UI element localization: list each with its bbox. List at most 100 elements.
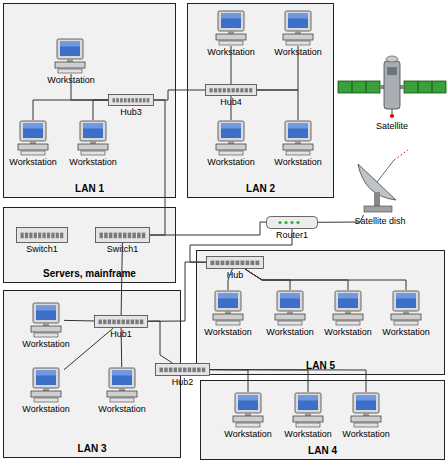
hub-icon — [192, 368, 196, 373]
hub-icon — [211, 261, 215, 266]
ws-icon — [218, 294, 238, 299]
ws-icon — [330, 290, 366, 326]
dish-icon — [364, 206, 392, 212]
hub-icon — [155, 363, 210, 376]
lan-band: LAN 4WorkstationWorkstationWorkstation — [200, 380, 445, 460]
workstation-node: Workstation — [280, 120, 316, 156]
ws-icon — [221, 14, 241, 19]
ws-icon — [356, 396, 376, 411]
ws-icon — [280, 120, 316, 156]
device-label: Hub4 — [220, 97, 242, 107]
ws-icon — [288, 124, 308, 139]
ws-icon — [403, 311, 409, 314]
ws-icon — [356, 396, 376, 401]
ws-icon — [333, 314, 363, 320]
ws-icon — [233, 416, 263, 422]
ws-icon — [221, 14, 241, 29]
hub-icon — [21, 233, 24, 239]
ws-icon — [34, 333, 58, 337]
ws-icon — [286, 41, 310, 45]
ws-icon — [345, 311, 351, 314]
ws-icon — [286, 151, 310, 155]
ws-icon — [23, 124, 43, 129]
hub-icon — [245, 88, 248, 92]
ws-icon — [228, 31, 234, 34]
dish-icon — [374, 192, 380, 206]
ws-icon — [296, 423, 320, 427]
dish-icon — [377, 160, 394, 182]
ws-icon — [83, 124, 103, 129]
ws-icon — [213, 314, 243, 320]
workstation-node: Workstation — [104, 367, 140, 403]
ws-icon — [396, 294, 416, 299]
ws-icon — [33, 303, 59, 323]
ws-icon — [119, 388, 125, 391]
ws-icon — [280, 10, 316, 46]
hub-node: Hub4 — [205, 84, 257, 96]
ws-icon — [338, 294, 358, 309]
device-label: Switch1 — [107, 244, 139, 254]
hub-icon — [249, 88, 252, 92]
ws-icon — [295, 31, 301, 34]
ws-icon — [238, 396, 258, 401]
workstation-node: Workstation — [290, 392, 326, 428]
hub-node: Switch1 — [95, 227, 150, 243]
device-label: Workstation — [284, 429, 331, 439]
hub-icon — [160, 368, 164, 373]
hub-icon — [124, 98, 127, 102]
hub-icon — [132, 98, 135, 102]
hub-node: Hub2 — [155, 363, 210, 376]
workstation-node: Workstation — [230, 392, 266, 428]
ws-icon — [225, 311, 231, 314]
hub-icon — [60, 233, 63, 239]
ws-icon — [236, 423, 260, 427]
sat-icon — [338, 81, 380, 93]
ws-icon — [272, 290, 308, 326]
workstation-node: Workstation — [210, 290, 246, 326]
ws-icon — [295, 141, 301, 144]
ws-icon — [55, 62, 85, 68]
workstation-node: Workstation — [330, 290, 366, 326]
device-label: Hub — [227, 270, 244, 280]
ws-icon — [83, 124, 103, 139]
hub-icon — [109, 95, 154, 106]
ws-icon — [280, 294, 300, 299]
lan-label: LAN 5 — [197, 360, 444, 371]
device-label: Workstation — [342, 429, 389, 439]
hub-icon — [51, 233, 54, 239]
ws-icon — [31, 391, 61, 397]
ws-icon — [391, 314, 421, 320]
ws-icon — [221, 124, 241, 129]
ws-icon — [36, 371, 56, 376]
hub-icon — [38, 233, 41, 239]
device-label: Hub2 — [172, 377, 194, 387]
workstation-node: Workstation — [28, 302, 64, 338]
hub-icon — [214, 88, 217, 92]
lan-label: LAN 4 — [201, 445, 444, 456]
ws-icon — [216, 144, 246, 150]
workstation-node: Workstation — [348, 392, 384, 428]
hub-icon — [114, 233, 118, 239]
ws-icon — [43, 323, 49, 326]
ws-icon — [275, 314, 305, 320]
ws-icon — [57, 39, 83, 59]
ws-icon — [351, 416, 381, 422]
workstation-node: Workstation — [280, 10, 316, 46]
device-label: Workstation — [98, 404, 145, 414]
hub-icon — [240, 88, 243, 92]
ws-icon — [245, 413, 251, 416]
hub-icon — [246, 261, 250, 266]
sat-icon — [338, 55, 446, 120]
device-label: Satellite — [376, 121, 408, 131]
ws-icon — [218, 121, 244, 141]
hub-icon — [210, 88, 213, 92]
hub-icon — [116, 98, 119, 102]
ws-icon — [213, 120, 249, 156]
hub-icon — [95, 316, 148, 328]
hub-icon — [221, 261, 225, 266]
sat-icon — [384, 61, 400, 109]
hub-node: Hub1 — [94, 315, 148, 328]
hub-icon — [95, 227, 150, 243]
ws-icon — [221, 124, 241, 139]
lan-band: LAN 5HubWorkstationWorkstationWorkstatio… — [196, 250, 445, 375]
